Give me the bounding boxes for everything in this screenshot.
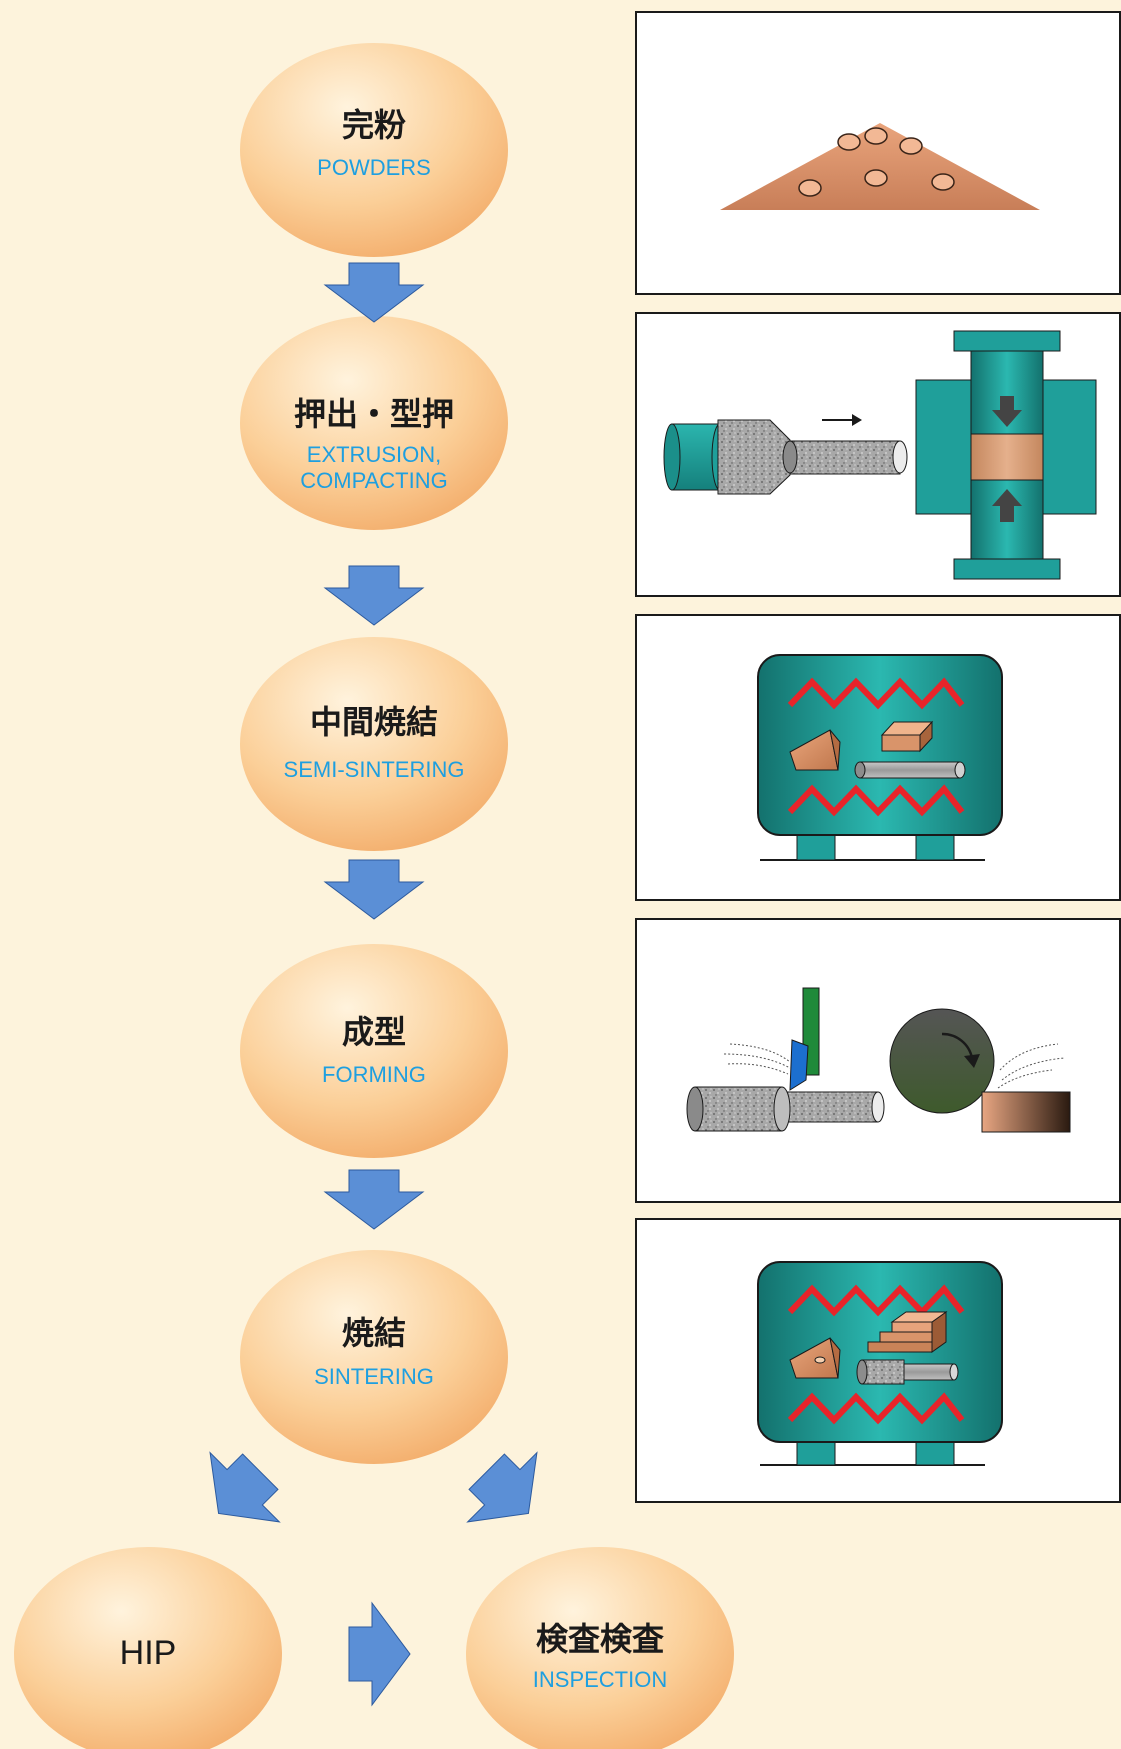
- step-ja-label: 押出・型押: [294, 395, 454, 433]
- step-en-label: EXTRUSION,: [307, 442, 441, 467]
- ground-block-icon: [981, 1091, 1071, 1133]
- right-arrow-icon: [822, 414, 862, 426]
- step-oval: [14, 1547, 282, 1749]
- step-ja-label: 成型: [342, 1013, 406, 1051]
- down-left-arrow-icon: [209, 1451, 281, 1523]
- extrusion-billet-icon: [717, 419, 791, 495]
- step-semi-sintering: 中間焼結 SEMI-SINTERING: [240, 637, 508, 851]
- down-arrow-icon: [323, 1169, 425, 1230]
- furnace-leg: [796, 831, 836, 861]
- step-en-label: POWDERS: [317, 155, 431, 180]
- rod-part-icon: [854, 761, 966, 779]
- step-extrusion-compacting: 押出・型押 EXTRUSION, COMPACTING: [240, 316, 508, 530]
- step-oval: [240, 1250, 508, 1464]
- powder-grain-icon: [798, 127, 955, 197]
- cutting-tool-icon: [789, 987, 820, 1091]
- heater-coil-icon: [787, 1284, 965, 1317]
- step-en-label: COMPACTING: [300, 468, 447, 493]
- step-oval: [240, 944, 508, 1158]
- heater-coil-icon: [787, 784, 965, 817]
- step-ja-label: 完粉: [342, 106, 406, 144]
- stepped-rod-icon: [856, 1359, 959, 1385]
- down-right-arrow-icon: [466, 1451, 538, 1523]
- step-powders: 完粉 POWDERS: [240, 43, 508, 257]
- step-oval: [240, 316, 508, 530]
- furnace-leg: [915, 831, 955, 861]
- step-en-label: INSPECTION: [533, 1667, 667, 1692]
- step-ja-label: 検査検査: [536, 1620, 664, 1658]
- grinding-wheel-icon: [889, 1008, 995, 1114]
- heater-coil-icon: [787, 677, 965, 710]
- step-en-label: SINTERING: [314, 1364, 434, 1389]
- chip-spray-icon: [723, 1043, 1065, 1089]
- step-oval: [466, 1547, 734, 1749]
- panel-extrusion-compacting: [635, 312, 1121, 597]
- down-arrow-icon: [323, 859, 425, 920]
- step-ja-label: HIP: [120, 1634, 177, 1672]
- step-en-label: SEMI-SINTERING: [284, 757, 465, 782]
- turning-workpiece-icon: [686, 1086, 885, 1132]
- step-forming: 成型 FORMING: [240, 944, 508, 1158]
- down-arrow-icon: [323, 262, 425, 323]
- step-oval: [240, 637, 508, 851]
- stepped-block-icon: [867, 1311, 948, 1353]
- rotation-arrow-icon: [941, 1032, 980, 1068]
- right-arrow-icon: [348, 1601, 411, 1707]
- step-inspection: 検査検査 INSPECTION: [466, 1547, 734, 1749]
- down-arrow-icon: [323, 565, 425, 626]
- panel-powders: [635, 11, 1121, 295]
- extruded-rod-icon: [782, 440, 908, 475]
- press-up-arrow-icon: [992, 489, 1022, 522]
- step-ja-label: 焼結: [342, 1314, 406, 1352]
- step-hip: HIP: [14, 1547, 282, 1749]
- press-down-arrow-icon: [992, 396, 1022, 427]
- block-part-icon: [880, 720, 934, 753]
- step-ja-label: 中間焼結: [310, 703, 438, 741]
- insert-part-icon: [789, 1337, 841, 1379]
- step-sintering: 焼結 SINTERING: [240, 1250, 508, 1464]
- insert-part-icon: [789, 729, 841, 771]
- step-oval: [240, 43, 508, 257]
- heater-coil-icon: [787, 1392, 965, 1425]
- panel-semi-sintering: [635, 614, 1121, 901]
- panel-frame: [635, 918, 1121, 1203]
- step-en-label: FORMING: [322, 1062, 426, 1087]
- panel-sintering: [635, 1218, 1121, 1503]
- panel-forming: [635, 918, 1121, 1203]
